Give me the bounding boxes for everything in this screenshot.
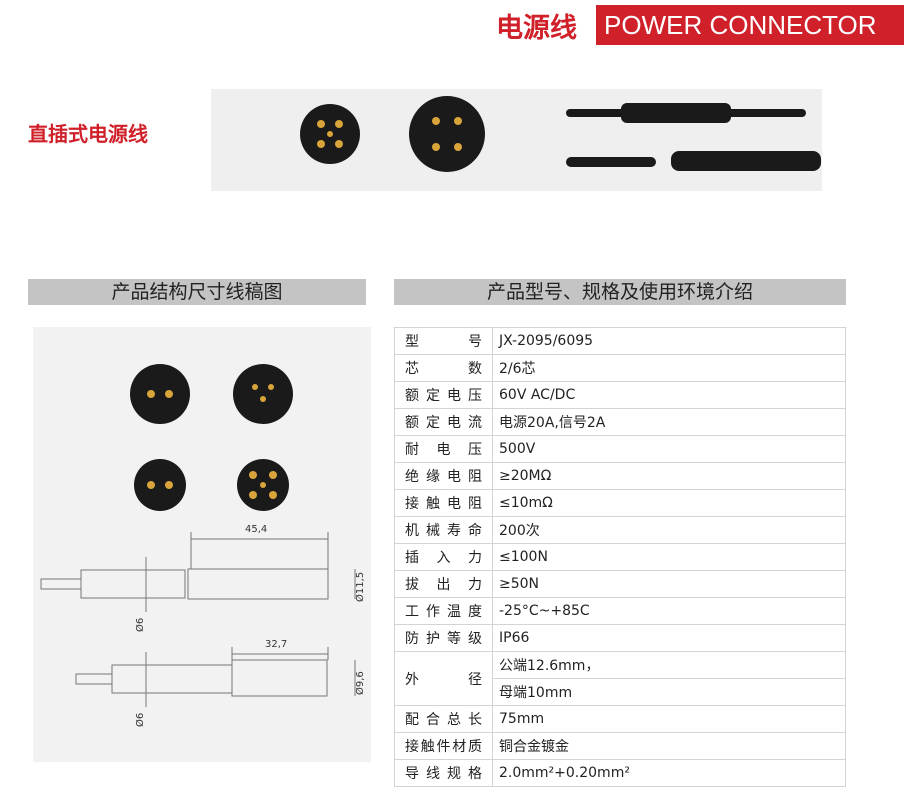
spec-row: 绝缘电阻≥20MΩ bbox=[394, 462, 846, 490]
dim-cable-diameter-1: Ø6 bbox=[134, 618, 146, 632]
spec-label: 导线规格 bbox=[394, 759, 493, 787]
spec-value: 铜合金镀金 bbox=[492, 732, 846, 760]
spec-label: 防护等级 bbox=[394, 624, 493, 652]
spec-label: 额定电流 bbox=[394, 408, 493, 436]
spec-value: 电源20A,信号2A bbox=[492, 408, 846, 436]
spec-row: 接触电阻≤10mΩ bbox=[394, 489, 846, 517]
spec-value: 母端10mm bbox=[492, 678, 846, 706]
spec-row: 外径公端12.6mm， bbox=[394, 651, 846, 706]
page-title-en: POWER CONNECTOR bbox=[596, 5, 904, 45]
spec-value: -25°C~+85C bbox=[492, 597, 846, 625]
spec-label: 芯数 bbox=[394, 354, 493, 382]
spec-label: 耐电压 bbox=[394, 435, 493, 463]
spec-label: 拔出力 bbox=[394, 570, 493, 598]
dim-length-female: 45,4 bbox=[245, 524, 267, 535]
spec-value: 200次 bbox=[492, 516, 846, 544]
spec-row: 拔出力≥50N bbox=[394, 570, 846, 598]
spec-value: 公端12.6mm， bbox=[492, 651, 846, 679]
section-header-specs: 产品型号、规格及使用环境介绍 bbox=[394, 279, 846, 305]
spec-label: 插入力 bbox=[394, 543, 493, 571]
spec-label: 绝缘电阻 bbox=[394, 462, 493, 490]
spec-label: 型号 bbox=[394, 327, 493, 355]
spec-value: ≥50N bbox=[492, 570, 846, 598]
section-header-drawing: 产品结构尺寸线稿图 bbox=[28, 279, 366, 305]
spec-value: IP66 bbox=[492, 624, 846, 652]
spec-row: 工作温度-25°C~+85C bbox=[394, 597, 846, 625]
spec-value: 2.0mm²+0.20mm² bbox=[492, 759, 846, 787]
spec-value: 60V AC/DC bbox=[492, 381, 846, 409]
spec-label: 接触电阻 bbox=[394, 489, 493, 517]
page-title-cn: 电源线 bbox=[496, 13, 577, 44]
dim-diameter-female: Ø11,5 bbox=[354, 572, 366, 602]
connector-photos bbox=[300, 96, 821, 172]
spec-row: 母端10mm bbox=[395, 678, 846, 706]
spec-label: 配合总长 bbox=[394, 705, 493, 733]
spec-row: 额定电流电源20A,信号2A bbox=[394, 408, 846, 436]
spec-value: ≤100N bbox=[492, 543, 846, 571]
dim-cable-diameter-2: Ø6 bbox=[134, 713, 146, 727]
spec-value: ≥20MΩ bbox=[492, 462, 846, 490]
spec-label: 外径 bbox=[394, 651, 493, 706]
spec-value: ≤10mΩ bbox=[492, 489, 846, 517]
dim-diameter-male: Ø9,6 bbox=[354, 671, 366, 695]
dimension-drawing: 45,4 Ø11,5 Ø6 32,7 Ø9,6 Ø6 bbox=[33, 327, 371, 762]
spec-value: JX-2095/6095 bbox=[492, 327, 846, 355]
spec-label: 额定电压 bbox=[394, 381, 493, 409]
spec-value: 500V bbox=[492, 435, 846, 463]
spec-row: 插入力≤100N bbox=[394, 543, 846, 571]
spec-value: 75mm bbox=[492, 705, 846, 733]
spec-label: 接触件材质 bbox=[394, 732, 493, 760]
product-photo-band bbox=[211, 89, 822, 191]
dim-length-male: 32,7 bbox=[265, 639, 287, 650]
spec-label: 机械寿命 bbox=[394, 516, 493, 544]
spec-value: 2/6芯 bbox=[492, 354, 846, 382]
spec-label: 工作温度 bbox=[394, 597, 493, 625]
spec-row: 接触件材质铜合金镀金 bbox=[394, 732, 846, 760]
product-name: 直插式电源线 bbox=[28, 122, 148, 146]
